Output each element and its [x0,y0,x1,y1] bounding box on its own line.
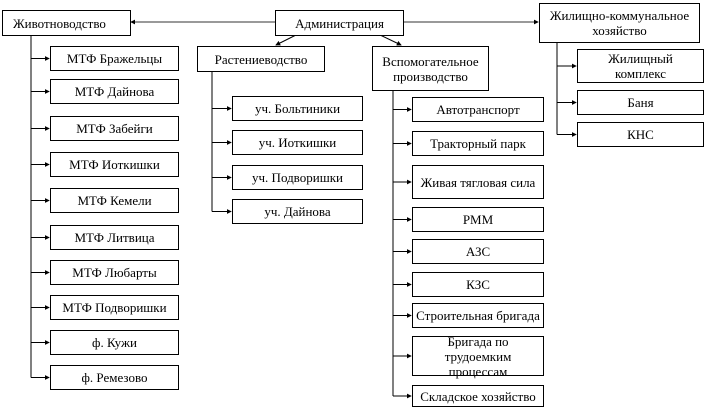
housing-item: КНС [577,122,704,147]
livestock-item: МТФ Дайнова [50,79,179,104]
livestock-item: ф. Кужи [50,330,179,355]
department-housing: Жилищно-коммунальное хозяйство [539,3,700,43]
auxiliary-item: Автотранспорт [412,97,544,122]
department-livestock: Животноводство [2,10,131,36]
auxiliary-item: Живая тягловая сила [412,165,544,199]
livestock-item: МТФ Кемели [50,188,179,213]
auxiliary-item: КЗС [412,272,544,297]
auxiliary-item: Складское хозяйство [412,385,544,407]
arrow-to-crops [275,34,297,46]
arrow-to-auxiliary [379,34,402,46]
department-auxiliary: Вспомогательное производство [372,46,489,91]
department-crops: Растениеводство [197,46,325,72]
auxiliary-item: Бригада по трудоемким процессам [412,334,544,379]
crops-item: уч. Подворишки [232,165,363,190]
livestock-item: МТФ Литвица [50,225,179,250]
livestock-item: ф. Ремезово [50,365,179,390]
auxiliary-item: АЗС [412,239,544,264]
auxiliary-item: РММ [412,207,544,232]
livestock-item: МТФ Бражельцы [50,46,179,71]
housing-item: Жилищный комплекс [577,49,704,83]
crops-item: уч. Больтиники [232,96,363,121]
auxiliary-item: Строительная бригада [412,303,544,328]
auxiliary-item: Тракторный парк [412,131,544,156]
crops-item: уч. Дайнова [232,199,363,224]
livestock-item: МТФ Подворишки [50,295,179,320]
livestock-item: МТФ Иоткишки [50,152,179,177]
crops-item: уч. Иоткишки [232,130,363,155]
root-administration: Администрация [275,10,404,36]
housing-item: Баня [577,90,704,115]
livestock-item: МТФ Любарты [50,260,179,285]
livestock-item: МТФ Забейги [50,116,179,141]
